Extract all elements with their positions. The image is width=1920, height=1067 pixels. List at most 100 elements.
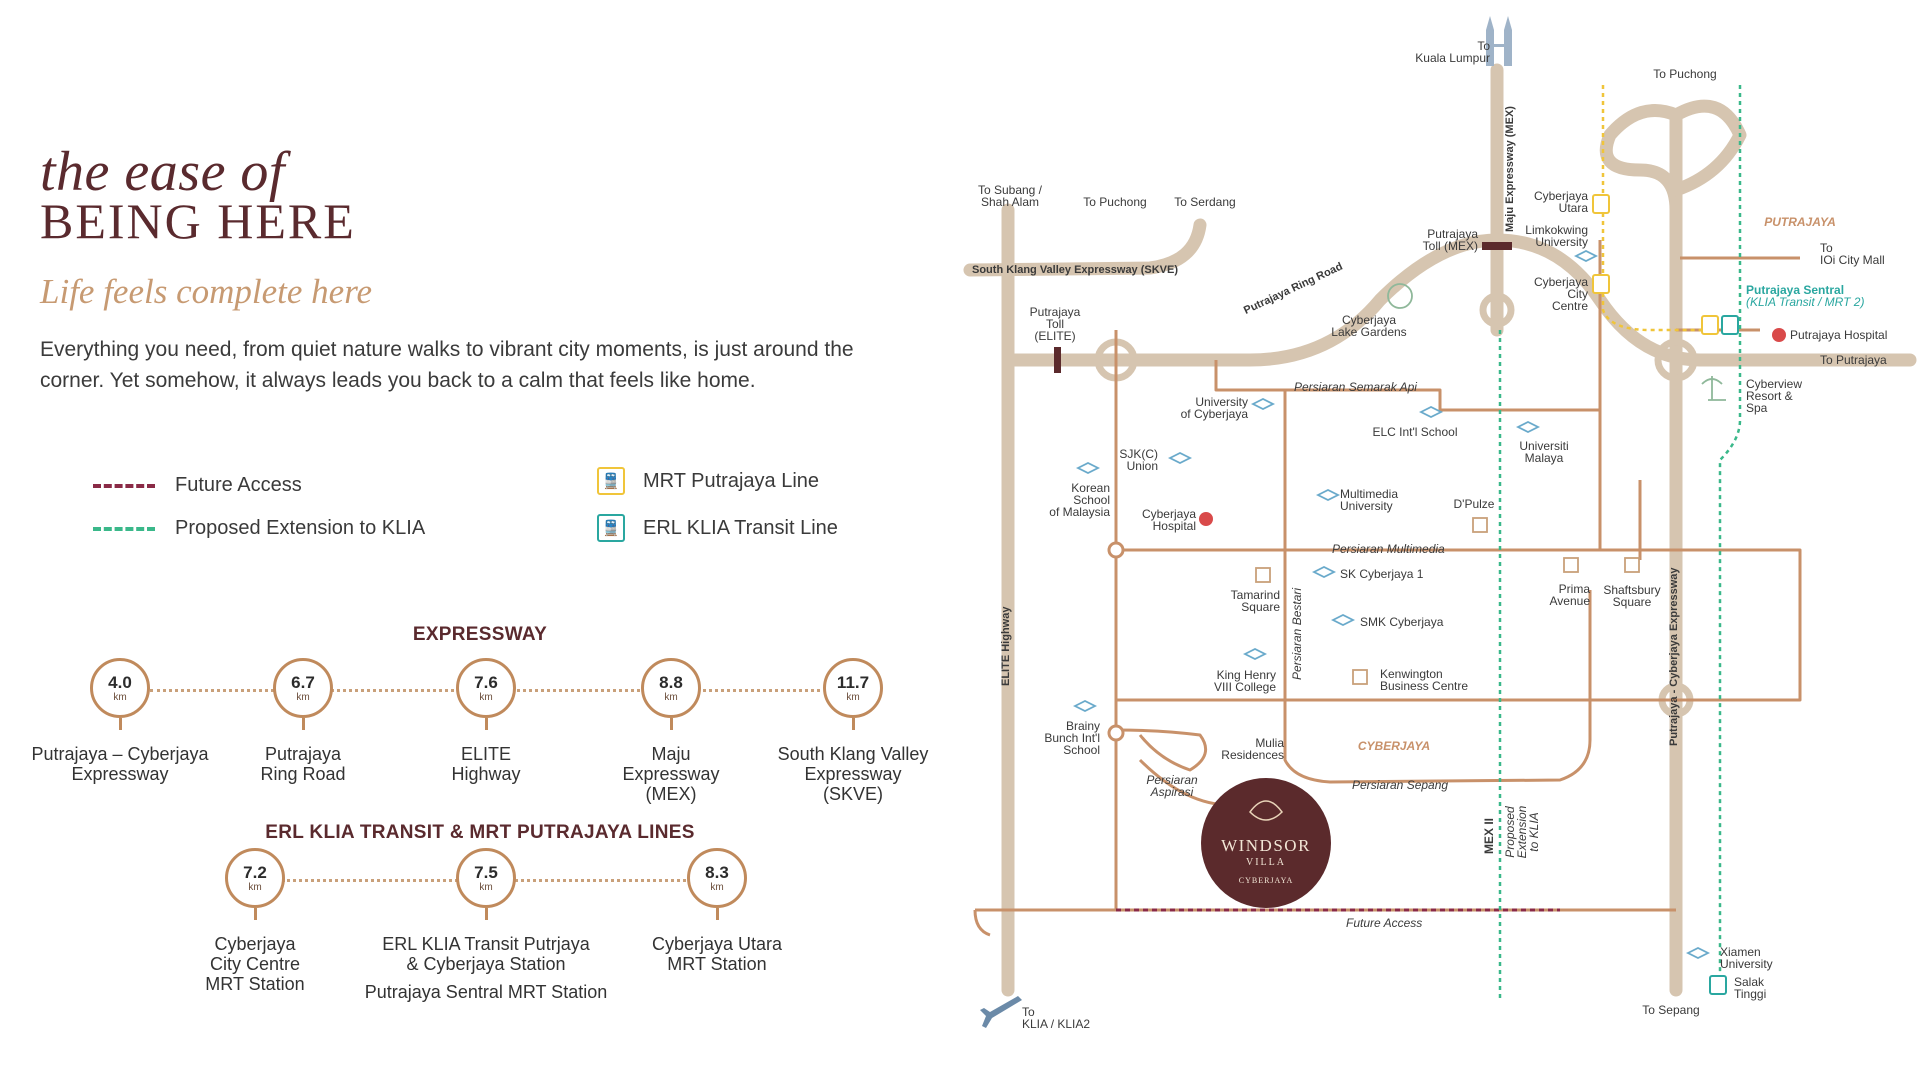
school-icon (1330, 613, 1356, 627)
building-icon (1624, 557, 1640, 573)
place-xiamen: Xiamen University (1720, 945, 1773, 971)
skve-label: South Klang Valley Expressway (SKVE) (972, 264, 1179, 276)
place-putrajaya-sentral: Putrajaya Sentral (1746, 283, 1845, 297)
tree-icon (1387, 283, 1413, 309)
stat-label: ELITE Highway (451, 744, 521, 784)
brand-line2: VILLA (1246, 857, 1286, 868)
brand-line3: CYBERJAYA (1238, 876, 1294, 885)
stat-label: Putrajaya – Cyberjaya Expressway (31, 744, 209, 784)
local-road (1115, 728, 1208, 772)
toll-marker (1482, 242, 1512, 250)
place-cyberjaya-city-centre: Cyberjaya City Centre (1533, 275, 1588, 313)
place-uoc: University of Cyberjaya (1180, 395, 1248, 421)
stat-label: Cyberjaya City Centre MRT Station (205, 934, 305, 994)
legend-proposed-extension: Proposed Extension to KLIA (93, 517, 425, 540)
school-icon (1242, 647, 1268, 661)
subheading: Life feels complete here (40, 272, 373, 311)
building-icon (1255, 567, 1271, 583)
skve-road (963, 218, 1207, 277)
place-putrajaya-hospital: Putrajaya Hospital (1790, 328, 1888, 342)
rail-title: ERL KLIA TRANSIT & MRT PUTRAJAYA LINES (265, 822, 695, 843)
place-dpulze: D'Pulze (1453, 497, 1495, 511)
school-icon (1167, 451, 1193, 465)
stat-label: Putrajaya Ring Road (260, 744, 346, 784)
place-sk: SK Cyberjaya 1 (1340, 567, 1424, 581)
dir-puchong: To Puchong (1083, 195, 1147, 209)
area-putrajaya: PUTRAJAYA (1764, 215, 1836, 229)
place-cyberjaya-utara: Cyberjaya Utara (1533, 189, 1588, 215)
erl-station-icon (1709, 975, 1727, 995)
place-tamarind: Tamarind Square (1230, 588, 1280, 614)
bestari-label: Persiaran Bestari (1290, 587, 1304, 680)
legend-label: ERL KLIA Transit Line (643, 516, 838, 539)
dir-putrajaya: To Putrajaya (1820, 353, 1887, 367)
place-smk: SMK Cyberjaya (1360, 615, 1444, 629)
train-icon: 🚆 (597, 467, 625, 495)
legend-label: Future Access (175, 474, 302, 496)
place-kenwington: Kenwington Business Centre (1380, 667, 1469, 693)
dir-sepang: To Sepang (1642, 1003, 1700, 1017)
school-icon (1311, 565, 1337, 579)
brand-name: WINDSOR (1221, 836, 1311, 855)
place-putrajaya-sentral-sub: (KLIA Transit / MRT 2) (1746, 295, 1865, 309)
plane-icon (980, 996, 1022, 1028)
roundabout (1107, 541, 1125, 559)
proposed-extension-swatch (93, 526, 155, 531)
building-icon (1472, 517, 1488, 533)
expressway-title: EXPRESSWAY (412, 624, 548, 645)
dir-kuala-lumpur: To Kuala Lumpur (1415, 39, 1490, 65)
toll-marker (1054, 347, 1061, 373)
building-icon (1563, 557, 1579, 573)
erl-station-icon (1721, 315, 1739, 335)
semarak-label: Persiaran Semarak Api (1294, 380, 1417, 394)
stat-label: Cyberjaya Utara MRT Station (651, 934, 783, 974)
legend-erl: 🚆 ERL KLIA Transit Line (597, 514, 838, 542)
dir-ioi: To IOi City Mall (1820, 241, 1885, 267)
place-salak: Salak Tinggi (1734, 975, 1767, 1001)
mrt-station-icon (1592, 194, 1610, 214)
elite-label: ELITE Highway (1000, 606, 1012, 686)
kl-towers-icon (1486, 16, 1512, 66)
legend-mrt: 🚆 MRT Putrajaya Line (597, 467, 819, 495)
proposed-label: Proposed Extension to KLIA (1503, 805, 1541, 859)
hospital-icon (1199, 512, 1213, 526)
future-access-label: Future Access (1346, 916, 1423, 930)
school-icon (1418, 405, 1444, 419)
pce-north-loop (1599, 104, 1683, 217)
place-limkokwing: Limkokwing University (1525, 223, 1588, 249)
school-icon (1250, 397, 1276, 411)
multimedia-label: Persiaran Multimedia (1332, 542, 1445, 556)
place-mmu: Multimedia University (1340, 487, 1399, 513)
school-icon (1515, 420, 1541, 434)
windsor-villa-logo (1201, 778, 1331, 908)
erl-line (1718, 85, 1742, 990)
dir-subang: To Subang / Shah Alam (977, 183, 1043, 209)
palm-icon (1701, 376, 1726, 401)
building-icon (1352, 669, 1368, 685)
place-toll-mex: Putrajaya Toll (MEX) (1422, 227, 1478, 253)
place-elc: ELC Int'l School (1372, 425, 1458, 439)
legend-label: Proposed Extension to KLIA (175, 517, 426, 539)
place-sjkc: SJK(C) Union (1119, 447, 1158, 473)
local-road (1214, 360, 1600, 412)
aspirasi-label: Persiaran Aspirasi (1146, 773, 1198, 799)
sepang-label: Persiaran Sepang (1352, 778, 1449, 792)
roundabout (1107, 724, 1125, 742)
stat-label: Maju Expressway (MEX) (622, 744, 720, 804)
mrt-station-icon (1592, 274, 1610, 294)
pce-north-loop2 (1669, 99, 1747, 197)
local-road (1116, 548, 1802, 702)
place-um: Universiti Malaya (1519, 439, 1569, 465)
place-king-henry: King Henry VIII College (1213, 668, 1276, 694)
place-brainy: Brainy Bunch Int'l School (1044, 719, 1100, 757)
stat-label: ERL KLIA Transit Putrjaya & Cyberjaya St… (382, 934, 590, 974)
hospital-icon (1772, 328, 1786, 342)
